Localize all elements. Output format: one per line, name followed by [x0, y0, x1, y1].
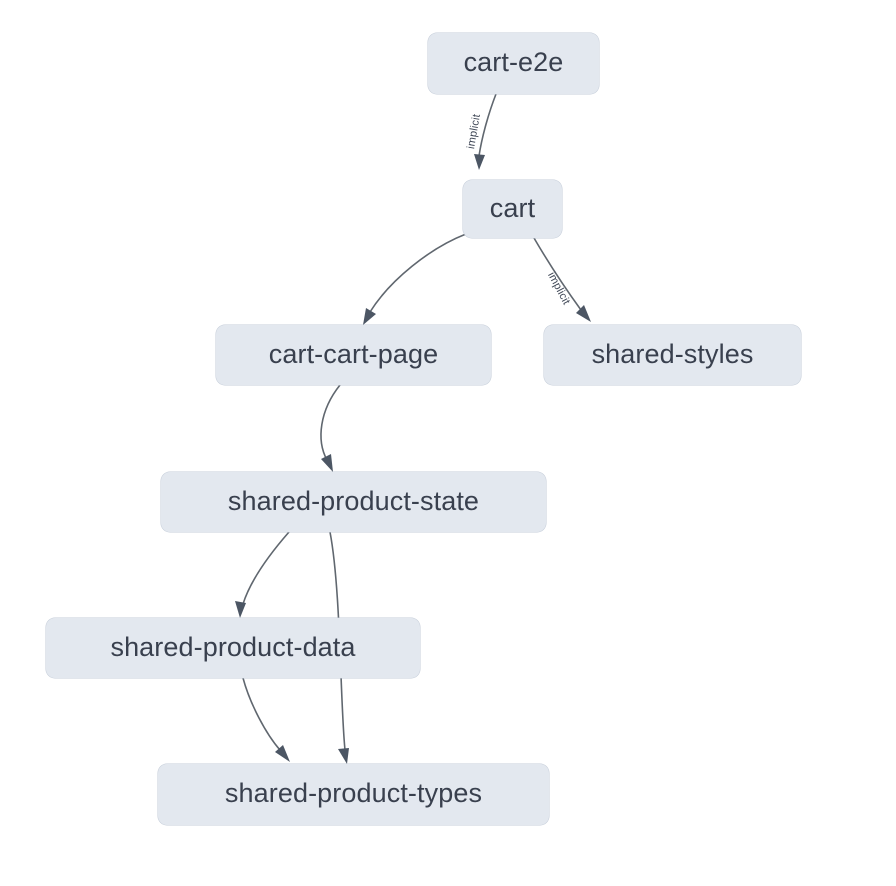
node-shared-styles[interactable]: shared-styles: [544, 325, 801, 385]
node-cart-e2e[interactable]: cart-e2e: [428, 33, 599, 94]
edge-path: [320, 384, 341, 461]
node-label: cart: [489, 192, 536, 223]
edge-cart-shared-styles[interactable]: implicit: [533, 237, 591, 322]
arrowhead-icon: [321, 454, 333, 472]
edge-shared-product-state-data[interactable]: [235, 531, 290, 618]
node-shared-product-state[interactable]: shared-product-state: [161, 472, 546, 532]
arrowhead-icon: [338, 748, 349, 764]
edge-label-implicit: implicit: [465, 113, 483, 150]
node-cart[interactable]: cart: [463, 180, 562, 238]
node-label: shared-product-data: [110, 631, 356, 662]
node-label: shared-product-state: [227, 485, 480, 516]
node-shared-product-data[interactable]: shared-product-data: [46, 618, 420, 678]
edge-cart-e2e-cart[interactable]: implicit: [465, 93, 497, 170]
node-cart-cart-page[interactable]: cart-cart-page: [216, 325, 491, 385]
edge-path: [242, 531, 290, 605]
node-label: shared-styles: [591, 338, 754, 369]
node-label: shared-product-types: [224, 778, 483, 808]
edge-path: [533, 237, 582, 311]
edge-label-implicit: implicit: [545, 270, 572, 307]
arrowhead-icon: [363, 308, 376, 325]
edge-path: [478, 93, 497, 157]
edge-cart-cart-cart-page[interactable]: [363, 233, 467, 325]
node-label: cart-e2e: [463, 47, 564, 77]
edge-shared-product-data-types[interactable]: [242, 677, 290, 762]
node-label: cart-cart-page: [268, 338, 439, 369]
edge-cart-cart-page-shared-product-state[interactable]: [320, 384, 341, 472]
edge-path: [369, 233, 467, 313]
arrowhead-icon: [474, 154, 485, 170]
edge-path: [242, 677, 281, 751]
arrowhead-icon: [275, 745, 290, 762]
node-shared-product-types[interactable]: shared-product-types: [158, 764, 549, 825]
arrowhead-icon: [235, 601, 246, 618]
arrowhead-icon: [576, 305, 591, 322]
